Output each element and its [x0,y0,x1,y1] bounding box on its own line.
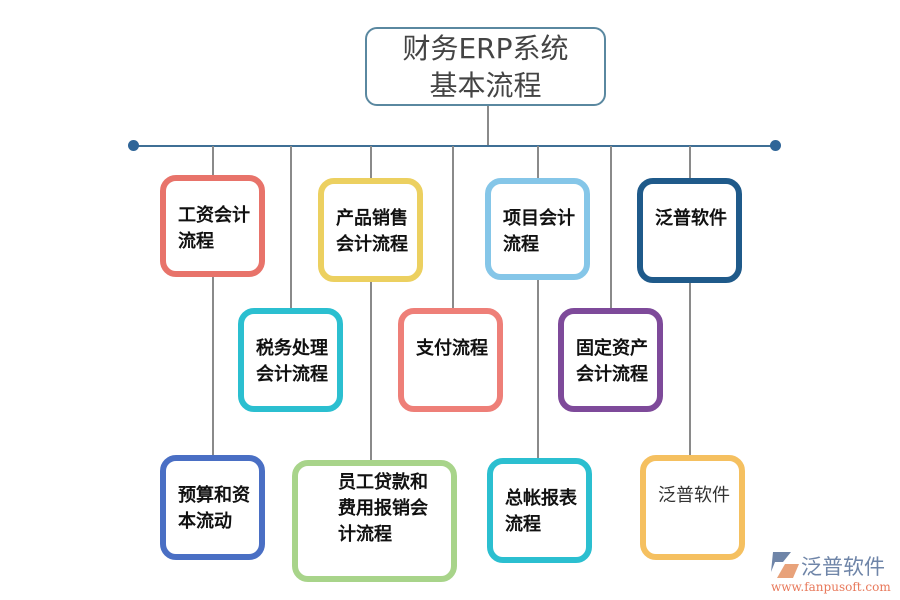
logo-icon: 泛普软件 www.fanpusoft.com [771,552,891,594]
connector [290,146,292,309]
process-label: 税务处理会计流程 [256,338,328,385]
process-box: 税务处理会计流程 [238,308,343,412]
bus-end-dot [128,140,139,151]
process-box: 工资会计流程 [160,175,265,277]
process-label: 总帐报表流程 [505,488,577,535]
main-bus-line [133,145,775,147]
svg-text:泛普软件: 泛普软件 [801,555,885,579]
watermark-logo: 泛普软件 www.fanpusoft.com [765,548,895,598]
process-box: 固定资产会计流程 [558,308,663,412]
process-box: 泛普软件 [637,178,742,283]
process-box: 预算和资本流动 [160,455,265,560]
process-label: 员工贷款和费用报销会计流程 [338,472,428,545]
process-label: 支付流程 [416,338,488,359]
connector [487,106,489,146]
process-label: 预算和资本流动 [178,485,250,532]
process-box: 产品销售会计流程 [318,178,423,282]
svg-text:www.fanpusoft.com: www.fanpusoft.com [771,580,891,594]
process-box: 泛普软件 [640,455,745,560]
process-label: 项目会计流程 [503,208,575,255]
process-label: 工资会计流程 [178,205,250,252]
connector [610,146,612,309]
process-box: 支付流程 [398,308,503,412]
process-box: 员工贷款和费用报销会计流程 [292,460,457,582]
process-label: 泛普软件 [655,208,727,229]
title-line-1: 财务ERP系统 [402,31,569,65]
connector [689,146,691,456]
connector [212,146,214,456]
title-line-2: 基本流程 [429,68,542,102]
process-box: 总帐报表流程 [487,458,592,563]
process-label: 固定资产会计流程 [576,338,648,385]
connector [370,146,372,461]
title-box: 财务ERP系统基本流程 [365,27,606,106]
connector [452,146,454,309]
connector [537,146,539,459]
process-label: 泛普软件 [658,485,730,506]
process-box: 项目会计流程 [485,178,590,280]
process-label: 产品销售会计流程 [336,208,408,255]
bus-end-dot [770,140,781,151]
